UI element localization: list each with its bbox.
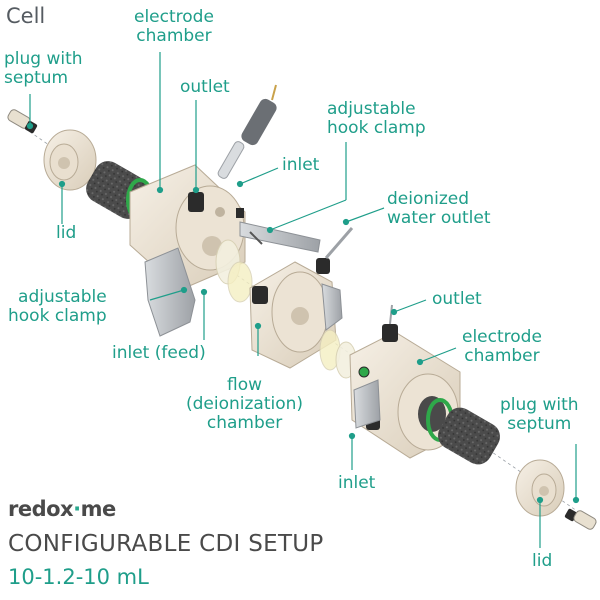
label-flow-deionization-chamber: flow (deionization) chamber [186,375,304,433]
reference-electrode [217,84,277,179]
membranes-left [215,239,253,303]
brand-logo: redox·me [8,497,116,521]
brand-suffix: me [80,497,117,521]
plug-with-septum-left [7,109,38,134]
label-outlet-right: outlet [432,289,482,309]
flow-chamber [249,227,354,369]
electrode-chamber-right [349,304,461,459]
product-title: CONFIGURABLE CDI SETUP [8,531,324,557]
label-lid-left: lid [56,223,77,243]
label-electrode-chamber-top: electrode chamber [134,7,214,46]
leader-lines [26,52,580,548]
label-inlet-feed: inlet (feed) [112,343,206,363]
brand-dot: · [73,497,81,521]
diagram-title: Cell [6,4,46,28]
label-deionized-water-outlet: deionized water outlet [387,189,491,228]
lid-left [43,129,97,191]
volume-spec: 10-1.2-10 mL [8,565,149,589]
label-lid-right: lid [532,551,553,571]
brand-prefix: redox [8,497,74,521]
label-plug-septum-right: plug with septum [500,395,579,434]
label-adjustable-hook-clamp-top: adjustable hook clamp [327,99,426,138]
label-inlet-bottom: inlet [338,473,376,493]
label-plug-septum-left: plug with septum [4,49,83,88]
plug-with-septum-right [564,508,597,530]
hook-clamp-left [144,247,196,337]
label-inlet-top: inlet [282,155,320,175]
label-electrode-chamber-right: electrode chamber [462,327,542,366]
graphite-electrode-right [426,398,500,465]
assembly-axis [9,117,591,521]
label-outlet-top: outlet [180,77,230,97]
hook-clamp-top [239,221,321,253]
label-adjustable-hook-clamp-left: adjustable hook clamp [8,287,107,326]
